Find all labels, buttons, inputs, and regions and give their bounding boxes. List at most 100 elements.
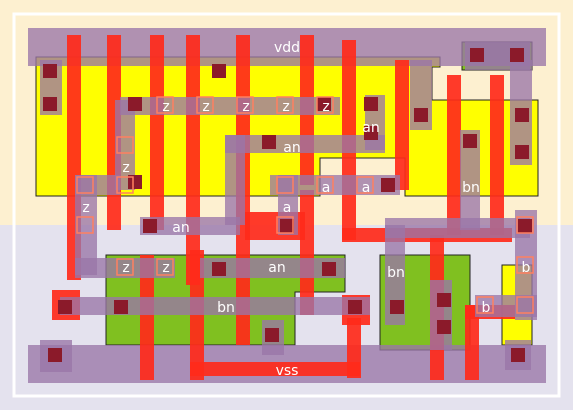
pin-marker bbox=[316, 96, 334, 114]
b-label: b bbox=[522, 260, 531, 276]
contact bbox=[437, 320, 451, 334]
pin-marker bbox=[76, 216, 94, 234]
pin-marker bbox=[76, 176, 94, 194]
contact bbox=[43, 64, 57, 78]
contact bbox=[390, 300, 404, 314]
a-label: a bbox=[283, 200, 292, 216]
contact bbox=[265, 328, 279, 342]
poly-8 bbox=[395, 60, 409, 190]
pin-marker bbox=[116, 176, 134, 194]
cell-boundary bbox=[12, 12, 561, 398]
z-label: z bbox=[162, 260, 169, 276]
metal-z-bar bbox=[120, 97, 340, 115]
contact bbox=[280, 219, 294, 233]
contact bbox=[348, 300, 362, 314]
pin-marker bbox=[276, 176, 294, 194]
z-label: z bbox=[122, 160, 129, 176]
metal-b-h bbox=[475, 295, 537, 317]
metal-an-mid bbox=[140, 217, 240, 235]
contact bbox=[463, 134, 477, 148]
pin-marker bbox=[276, 216, 294, 234]
poly-3b bbox=[140, 255, 154, 380]
b-label: b bbox=[482, 300, 491, 316]
poly-10 bbox=[447, 75, 461, 235]
contact bbox=[143, 219, 157, 233]
z-label: z bbox=[162, 99, 169, 115]
poly-12 bbox=[465, 305, 479, 380]
z-label: z bbox=[122, 260, 129, 276]
bn-label: bn bbox=[217, 300, 235, 316]
pin-marker bbox=[116, 258, 134, 276]
pin-marker bbox=[276, 96, 294, 114]
pin-marker bbox=[476, 296, 494, 314]
contact bbox=[212, 64, 226, 78]
an-label: an bbox=[362, 120, 379, 136]
contacts-layer bbox=[43, 48, 532, 362]
contact bbox=[414, 108, 428, 122]
contact bbox=[518, 219, 532, 233]
a-label: a bbox=[322, 180, 331, 196]
vdd-label: vdd bbox=[274, 40, 300, 56]
poly-7c bbox=[347, 318, 361, 378]
net-labels: vdd vss z z z z z z z z z an an an an a … bbox=[82, 40, 530, 379]
contact bbox=[48, 348, 62, 362]
pin-marker bbox=[116, 136, 134, 154]
pin-marker bbox=[196, 96, 214, 114]
bn-label: bn bbox=[462, 180, 480, 196]
a-label: a bbox=[362, 180, 371, 196]
poly-4 bbox=[186, 35, 200, 285]
poly-6b bbox=[300, 190, 314, 315]
pin-marker bbox=[516, 216, 534, 234]
poly-3 bbox=[150, 35, 164, 230]
contact bbox=[322, 262, 336, 276]
metal-z-bottom bbox=[75, 258, 175, 278]
metal-a-bar bbox=[270, 175, 400, 195]
contact bbox=[58, 300, 72, 314]
pin-marker bbox=[236, 96, 254, 114]
contact bbox=[437, 293, 451, 307]
contact bbox=[212, 262, 226, 276]
z-label: z bbox=[82, 200, 89, 216]
z-label: z bbox=[242, 99, 249, 115]
metal-z-down bbox=[75, 175, 97, 275]
metal-an-bottom bbox=[200, 258, 345, 278]
bn-label: bn bbox=[387, 265, 405, 281]
contact bbox=[470, 48, 484, 62]
z-label: z bbox=[282, 99, 289, 115]
z-label: z bbox=[202, 99, 209, 115]
metal-an-top bbox=[225, 135, 385, 153]
an-label: an bbox=[268, 260, 285, 276]
poly-11 bbox=[490, 75, 504, 235]
pin-markers bbox=[76, 96, 534, 314]
pin-marker bbox=[516, 296, 534, 314]
pin-marker bbox=[156, 258, 174, 276]
metal-b-vert bbox=[515, 210, 537, 320]
contact bbox=[515, 108, 529, 122]
contact bbox=[364, 97, 378, 111]
contact bbox=[515, 145, 529, 159]
z-label: z bbox=[322, 99, 329, 115]
contact bbox=[128, 97, 142, 111]
metal-vss-drop-3 bbox=[430, 280, 452, 350]
pin-marker bbox=[516, 256, 534, 274]
contact bbox=[364, 126, 378, 140]
contact bbox=[114, 300, 128, 314]
pin-marker bbox=[316, 176, 334, 194]
contact bbox=[128, 175, 142, 189]
metal-z-left bbox=[115, 100, 135, 190]
contact bbox=[511, 348, 525, 362]
contact bbox=[510, 48, 524, 62]
contact bbox=[262, 135, 276, 149]
contact bbox=[317, 97, 331, 111]
contact bbox=[381, 178, 395, 192]
poly-4c bbox=[190, 362, 360, 376]
an-label: an bbox=[172, 220, 189, 236]
contact bbox=[43, 97, 57, 111]
an-label: an bbox=[283, 140, 300, 156]
metal-an-drop bbox=[225, 135, 245, 225]
metal-bn-bar bbox=[60, 297, 370, 315]
vss-label: vss bbox=[276, 363, 299, 379]
pin-marker bbox=[356, 176, 374, 194]
